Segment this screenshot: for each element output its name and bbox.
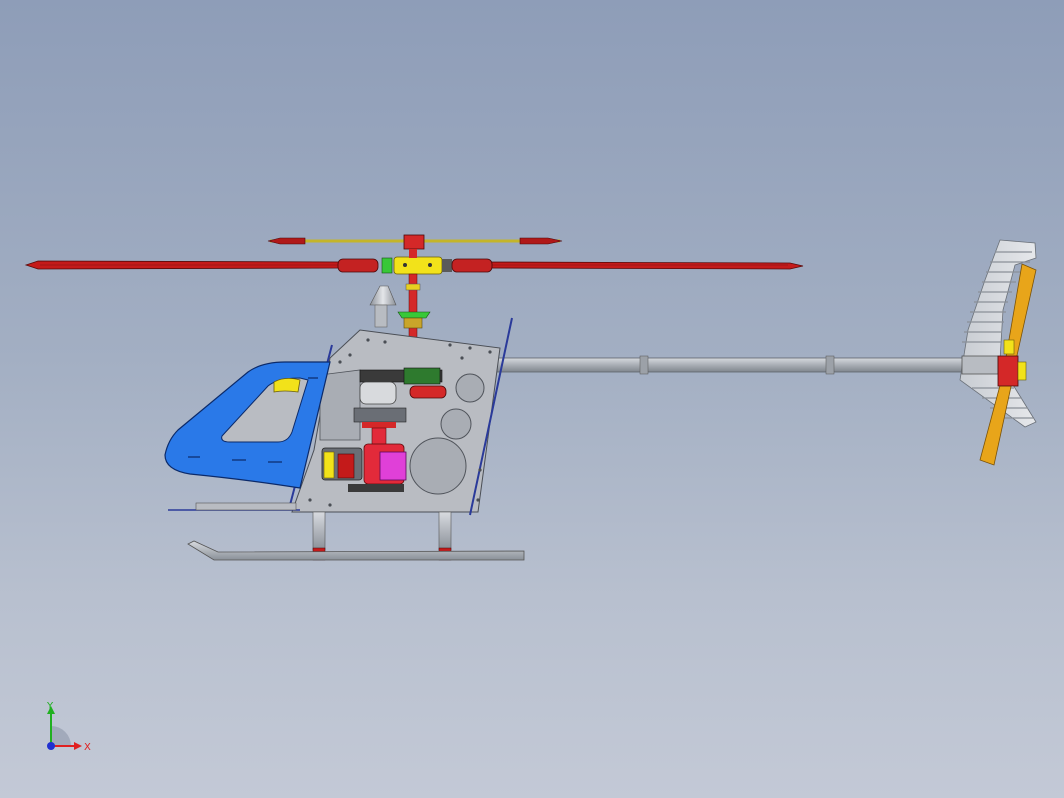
landing-gear[interactable] — [168, 502, 525, 561]
strut-front — [312, 511, 326, 551]
frame-hole-1 — [455, 373, 485, 403]
green-washer — [381, 257, 393, 274]
skid — [187, 540, 525, 561]
strut-rear — [438, 511, 452, 551]
canopy-vent — [273, 378, 301, 393]
tail-assembly[interactable] — [959, 239, 1037, 466]
frame-hole-2 — [440, 408, 472, 440]
coordinate-triad: Y X — [46, 701, 91, 753]
tail-gearbox — [961, 355, 999, 375]
tail-servo — [409, 385, 447, 399]
frame-hole-3 — [409, 437, 467, 495]
rotor-head-damper — [442, 259, 452, 272]
y-axis-label: Y — [46, 701, 54, 712]
main-rotor[interactable] — [24, 256, 804, 275]
flybar[interactable] — [267, 234, 563, 258]
x-axis-label: X — [84, 742, 91, 753]
blade-grip-right — [451, 258, 493, 273]
tail-boom — [489, 357, 971, 373]
exhaust-cone — [369, 285, 397, 306]
tail-rotor-hub — [997, 355, 1019, 387]
canopy[interactable] — [164, 361, 331, 489]
swashplate — [397, 311, 431, 319]
drivetrain[interactable] — [321, 367, 447, 492]
rotor-head — [393, 256, 443, 275]
origin-dot — [47, 742, 55, 750]
flybar-paddle-right — [519, 237, 563, 245]
servo-magenta — [379, 451, 407, 481]
main-rotor-blade-right[interactable] — [484, 261, 804, 270]
blade-grip-left — [337, 258, 379, 273]
flybar-paddle-left — [267, 237, 306, 245]
